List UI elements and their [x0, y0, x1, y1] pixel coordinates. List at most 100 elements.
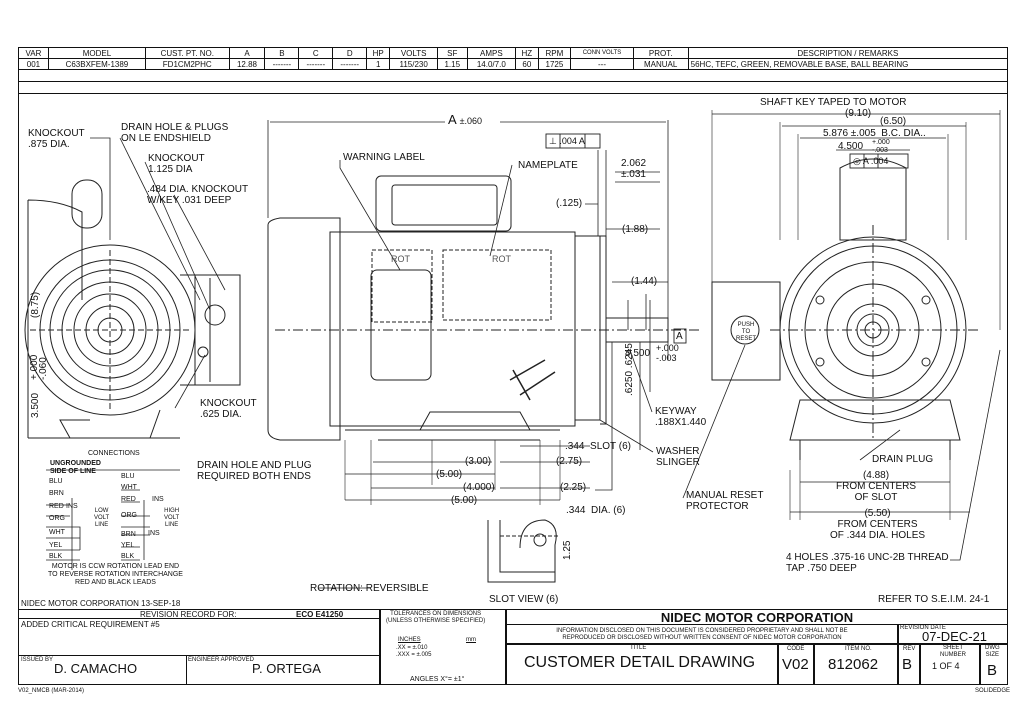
angles-tolerance: ANGLES X°= ±1° — [410, 676, 465, 683]
dim-5876: 5.876 ±.005 B.C. DIA.. — [823, 128, 926, 139]
lead-label: BRN — [49, 490, 64, 497]
issued-name: D. CAMACHO — [54, 661, 138, 676]
added-requirement: ADDED CRITICAL REQUIREMENT #5 — [21, 620, 160, 629]
knockout-1125-label: KNOCKOUT 1.125 DIA — [148, 153, 205, 175]
title-label: TITLE — [630, 645, 647, 651]
issued-label: ISSUED BY — [21, 657, 54, 663]
engineer-cell — [186, 655, 380, 685]
lead-label: WHT — [49, 529, 65, 536]
rev-label: REV — [903, 646, 916, 652]
code-value: V02 — [782, 656, 809, 673]
dim-144: (1.44) — [631, 276, 658, 287]
holes-thread-label: 4 HOLES .375-16 UNC-2B THREAD TAP .750 D… — [786, 552, 949, 574]
revision-date-cell — [898, 624, 1008, 644]
ins-right-top: INS — [152, 496, 164, 503]
dim-4500-top-tolerance: +.000 -.003 — [872, 139, 890, 154]
knockout-625-label: KNOCKOUT .625 DIA. — [200, 398, 257, 420]
lead-label: BLK — [49, 553, 63, 560]
dim-488: (4.88) FROM CENTERS OF SLOT — [836, 470, 916, 503]
reset-button-label: PUSH TO RESET — [736, 322, 757, 342]
revision-header — [18, 609, 380, 619]
refer-label: REFER TO S.E.I.M. 24-1 — [878, 594, 990, 605]
knockout-875-label: KNOCKOUT .875 DIA. — [28, 128, 85, 150]
knockout-484-label: .484 DIA. KNOCKOUT W/KEY .031 DEEP — [147, 184, 249, 206]
dim-188: (1.88) — [622, 224, 649, 235]
proprietary-note: INFORMATION DISCLOSED ON THIS DOCUMENT I… — [556, 628, 848, 641]
ungrounded-side: UNGROUNDED SIDE OF LINE — [50, 460, 101, 475]
dim-2062: 2.062 ±.031 — [621, 158, 647, 180]
code-cell — [778, 644, 814, 685]
lead-label: BLU — [121, 473, 135, 480]
slot-view — [487, 519, 560, 583]
inches-label: INCHES — [398, 637, 421, 643]
engineer-label: ENGINEER APPROVED — [188, 657, 255, 663]
dim-875: (8.75) — [30, 291, 41, 318]
rev-value: B — [902, 656, 913, 673]
revision-record: REVISION RECORD FOR: — [140, 610, 237, 619]
slot-view-label: SLOT VIEW (6) — [489, 594, 559, 605]
left-end-view — [24, 179, 241, 439]
lead-label: RED — [121, 496, 136, 503]
lead-label: ORG — [49, 515, 65, 522]
item-label: ITEM NO. — [845, 646, 872, 652]
code-label: CODE — [787, 646, 805, 652]
dwg-label: DWG SIZE — [985, 645, 1000, 658]
dim-4500-tolerance: +.000 -.003 — [656, 343, 679, 363]
lead-label: WHT — [121, 484, 137, 491]
dim-225: (2.25) — [560, 482, 587, 493]
dwg-cell — [980, 644, 1008, 685]
company-name: NIDEC MOTOR CORPORATION — [660, 610, 854, 625]
plate-rot-left: ROT — [391, 254, 410, 264]
tolerances-label: TOLERANCES ON DIMENSIONS (UNLESS OTHERWI… — [386, 611, 486, 624]
dim-650: (6.50) — [880, 116, 907, 127]
footer-left: V02_NMCB (MAR-2014) — [18, 688, 85, 694]
connections-title: CONNECTIONS — [88, 450, 140, 457]
drain-hole-both-label: DRAIN HOLE AND PLUG REQUIRED BOTH ENDS — [197, 460, 312, 482]
dim-3500-tolerance: +.000 -.060 — [29, 354, 49, 380]
dim-3500: 3.500 — [30, 392, 41, 418]
lead-label: YEL — [121, 542, 135, 549]
dia-344-label: .344 DIA. (6) — [566, 505, 626, 516]
dim-910: (9.10) — [845, 108, 872, 119]
dim-6250-6245: .6250 .6245 — [624, 343, 635, 396]
revision-date-label: REVISION DATE — [900, 625, 946, 631]
engineer-name: P. ORTEGA — [252, 661, 321, 676]
tolerance-block — [380, 609, 506, 685]
tol-xx: .XX = ±.010 — [396, 645, 428, 651]
lead-label: BRN — [121, 531, 136, 538]
drawing-title: CUSTOMER DETAIL DRAWING — [524, 654, 756, 671]
title-cell — [506, 644, 778, 685]
lead-label: YEL — [49, 542, 63, 549]
drain-hole-plugs-label: DRAIN HOLE & PLUGS ON LE ENDSHIELD — [121, 122, 229, 144]
corp-date: NIDEC MOTOR CORPORATION 13-SEP-18 — [21, 599, 181, 608]
lead-label: BLU — [49, 478, 63, 485]
proprietary-cell — [506, 624, 898, 644]
dim-500-b: (5.00) — [451, 495, 478, 506]
rev-cell — [898, 644, 920, 685]
sheet-label: SHEET NUMBER — [940, 645, 967, 658]
low-volt-label: LOW VOLT LINE — [94, 508, 110, 528]
plate-rot-right: ROT — [492, 254, 511, 264]
dwg-value: B — [987, 662, 998, 679]
mm-label: mm — [466, 637, 476, 643]
tol-xxx: .XXX = ±.005 — [396, 652, 432, 658]
concentricity-tolerance: ◎ A .004 — [853, 156, 889, 166]
lead-label: ORG — [121, 512, 137, 519]
item-cell — [814, 644, 898, 685]
shaft-key-label: SHAFT KEY TAPED TO MOTOR — [760, 97, 907, 108]
dim-4500: 4.500 — [625, 348, 651, 359]
eco-number: ECO E41250 — [296, 610, 344, 619]
sheet-cell — [920, 644, 980, 685]
ins-left: INS — [66, 503, 78, 510]
drain-plug-label: DRAIN PLUG — [872, 454, 934, 465]
footer-right: SOLIDEDGE — [975, 688, 1011, 694]
ins-right-bottom: INS — [148, 530, 160, 537]
dim-300: (3.00) — [465, 456, 492, 467]
sheet-value: 1 OF 4 — [932, 661, 960, 671]
high-volt-label: HIGH VOLT LINE — [164, 508, 180, 528]
dim-275: (2.75) — [556, 456, 583, 467]
datum-a-side: A — [676, 331, 683, 342]
manual-reset-label: MANUAL RESET PROTECTOR — [686, 490, 764, 512]
